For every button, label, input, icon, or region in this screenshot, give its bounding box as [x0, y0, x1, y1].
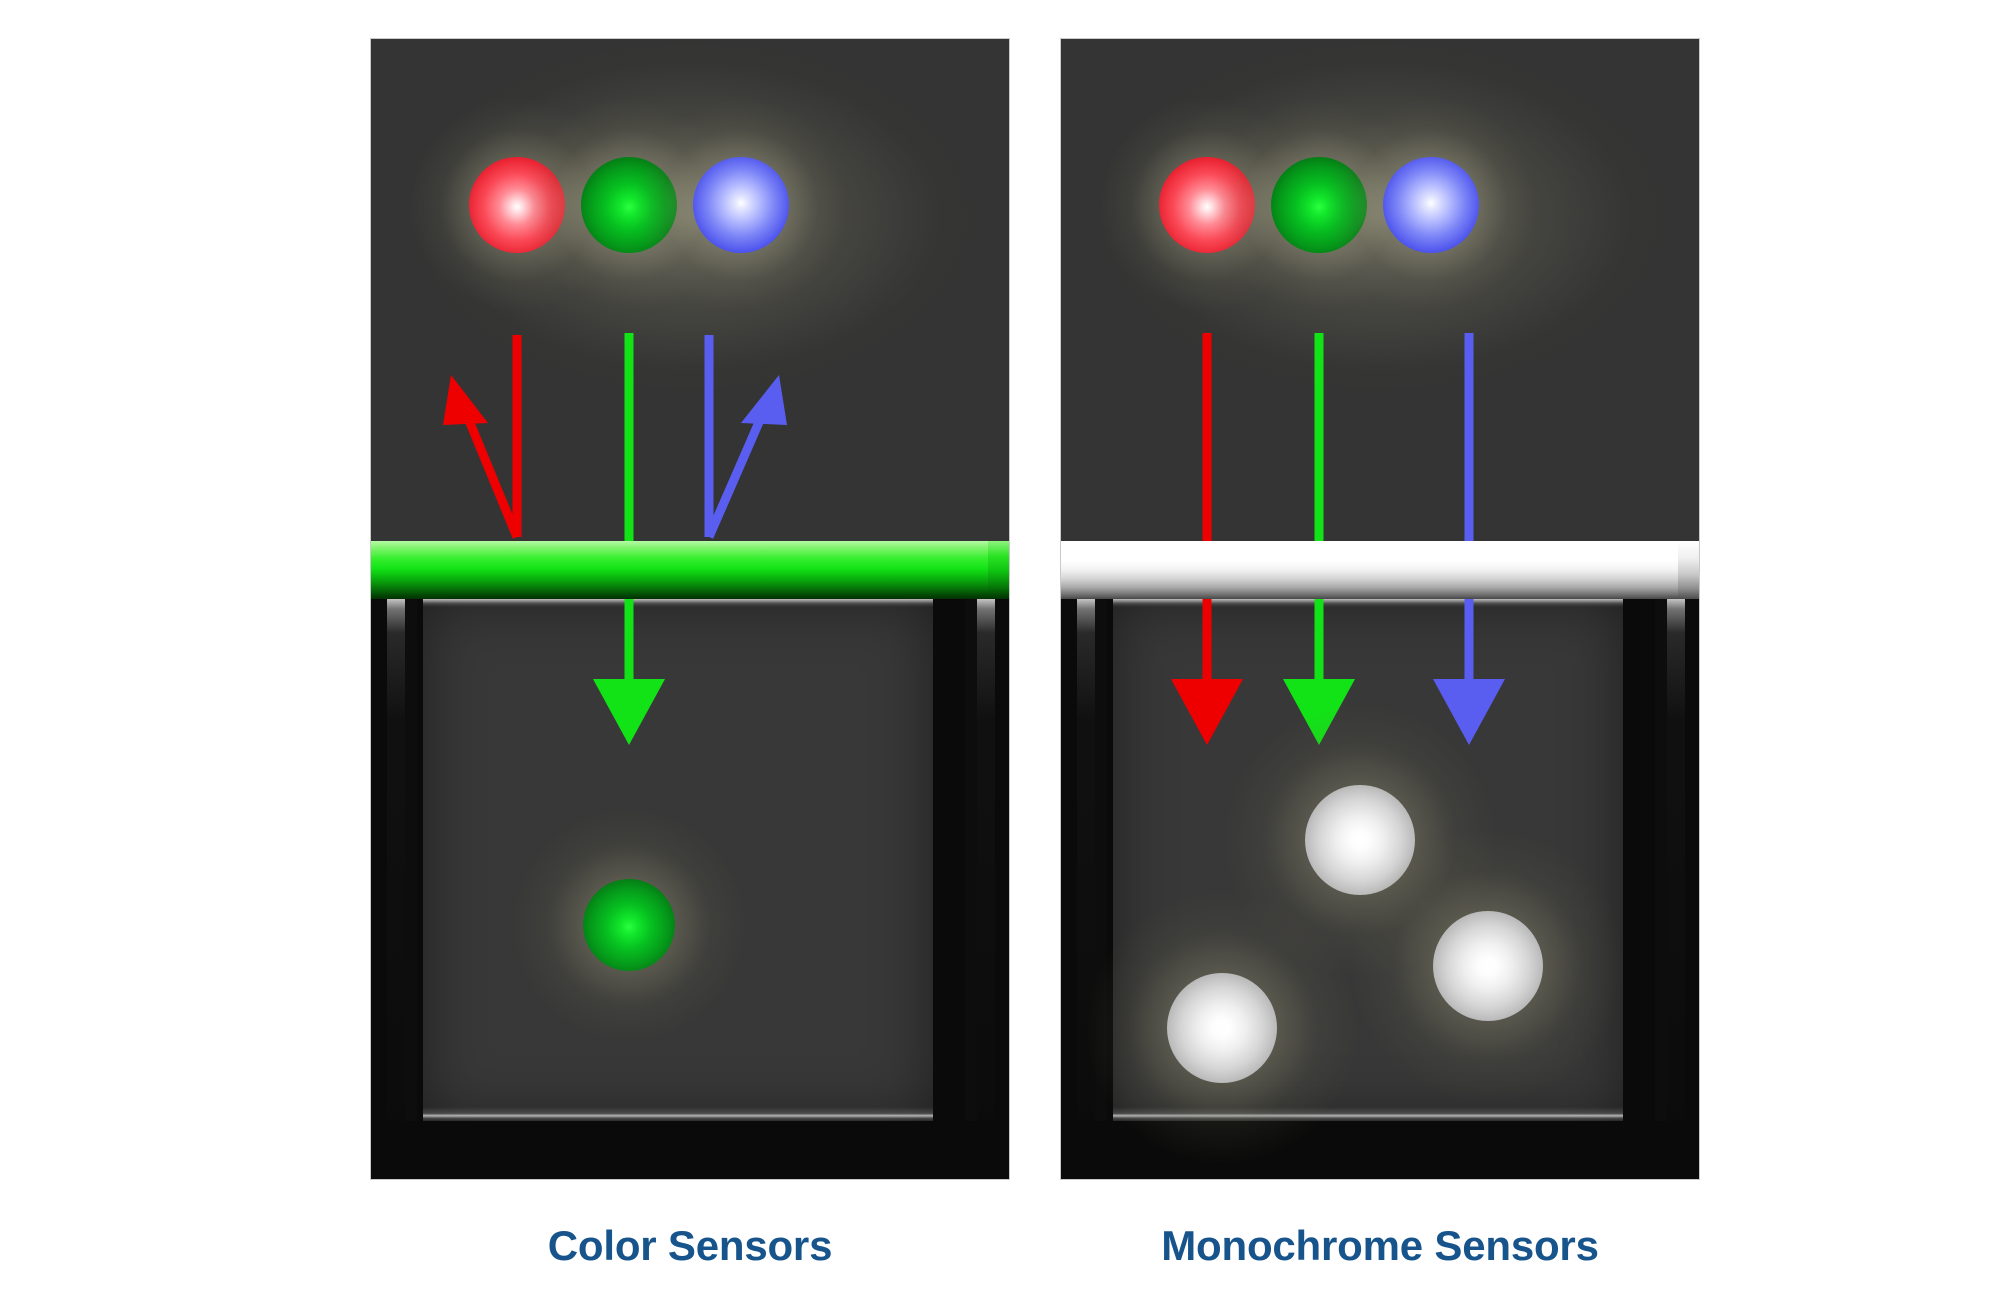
white-detected-spot-left [1087, 893, 1357, 1163]
green-color-filter [371, 541, 1009, 599]
red-source-ball [1159, 157, 1255, 253]
well-top-lip [423, 599, 933, 607]
green-detected-spot [514, 810, 744, 1040]
well-rail-left [1077, 599, 1095, 1121]
red-ray-reflected [443, 335, 522, 539]
green-spot-ball [583, 879, 675, 971]
well-rail-left-shadow [1095, 599, 1107, 1121]
green-ray-inside-well [593, 599, 665, 745]
well-rail-left [387, 599, 405, 1121]
left-ray-group [443, 333, 787, 549]
rays-inside-well [1171, 599, 1505, 745]
red-source-ball [469, 157, 565, 253]
caption-color-sensors: Color Sensors [547, 1222, 833, 1269]
right-ray-group-upper [1202, 333, 1474, 551]
well-rail-right [1667, 599, 1685, 1121]
well-top-lip [1113, 599, 1623, 607]
red-ray-arrow [1171, 599, 1243, 745]
green-ray-arrow [1283, 599, 1355, 745]
white-spot-ball-right [1433, 911, 1543, 1021]
white-detected-spot-right [1353, 831, 1623, 1101]
blue-ray-reflected [704, 335, 787, 539]
well-rail-right-shadow [965, 599, 977, 1121]
well-rail-left-shadow [405, 599, 417, 1121]
sensor-well [371, 599, 1009, 1179]
white-detected-spot-top [1225, 705, 1495, 975]
panel-monochrome-sensors [1060, 38, 1700, 1180]
green-source-ball [581, 157, 677, 253]
well-inner-cavity [423, 599, 933, 1121]
sensor-well [1061, 599, 1699, 1179]
caption-monochrome-sensors: Monochrome Sensors [1161, 1222, 1599, 1269]
clear-white-filter [1061, 541, 1699, 599]
well-rail-right [977, 599, 995, 1121]
blue-source-ball [1383, 157, 1479, 253]
well-rail-right-shadow [1655, 599, 1667, 1121]
white-spot-ball-left [1167, 973, 1277, 1083]
well-bottom-shelf [1113, 1107, 1623, 1121]
green-filter-edge [988, 541, 1009, 599]
green-source-ball [1271, 157, 1367, 253]
blue-source-ball [693, 157, 789, 253]
white-spot-ball-top [1305, 785, 1415, 895]
white-filter-edge [1678, 541, 1699, 599]
well-bottom-shelf [423, 1107, 933, 1121]
panel-color-sensors [370, 38, 1010, 1180]
blue-ray-arrow [1433, 599, 1505, 745]
